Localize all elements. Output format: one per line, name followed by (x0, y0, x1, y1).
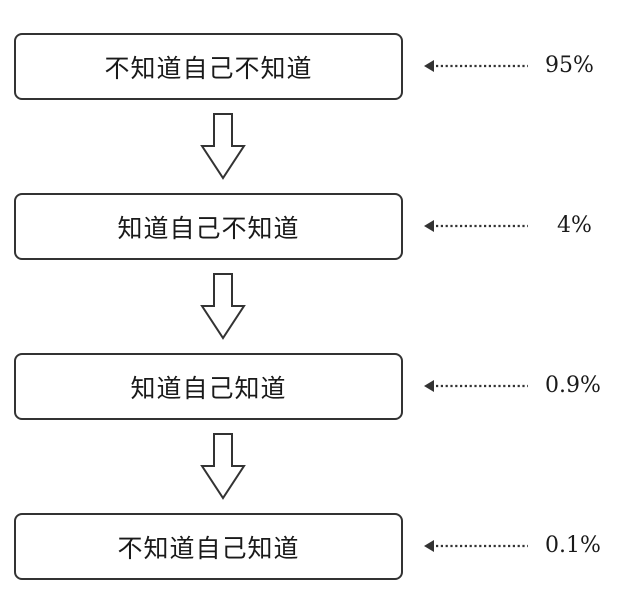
stage-label-2: 知道自己不知道 (117, 213, 300, 243)
hollow-down-arrow-icon (200, 113, 246, 180)
stage-box-1: 不知道自己不知道 (14, 33, 403, 100)
percent-label-2: 4% (557, 213, 592, 238)
percent-label-3: 0.9% (545, 373, 601, 398)
stage-label-1: 不知道自己不知道 (104, 53, 313, 83)
stage-label-4: 不知道自己知道 (117, 533, 300, 563)
percent-label-1: 95% (545, 53, 594, 78)
dotted-left-arrow-icon (424, 220, 528, 232)
dotted-left-arrow-icon (424, 380, 528, 392)
stage-box-2: 知道自己不知道 (14, 193, 403, 260)
dotted-left-arrow-icon (424, 60, 528, 72)
stage-label-3: 知道自己知道 (130, 373, 287, 403)
hollow-down-arrow-icon (200, 433, 246, 500)
percent-label-4: 0.1% (545, 533, 601, 558)
stage-box-3: 知道自己知道 (14, 353, 403, 420)
hollow-down-arrow-icon (200, 273, 246, 340)
stage-box-4: 不知道自己知道 (14, 513, 403, 580)
dotted-left-arrow-icon (424, 540, 528, 552)
